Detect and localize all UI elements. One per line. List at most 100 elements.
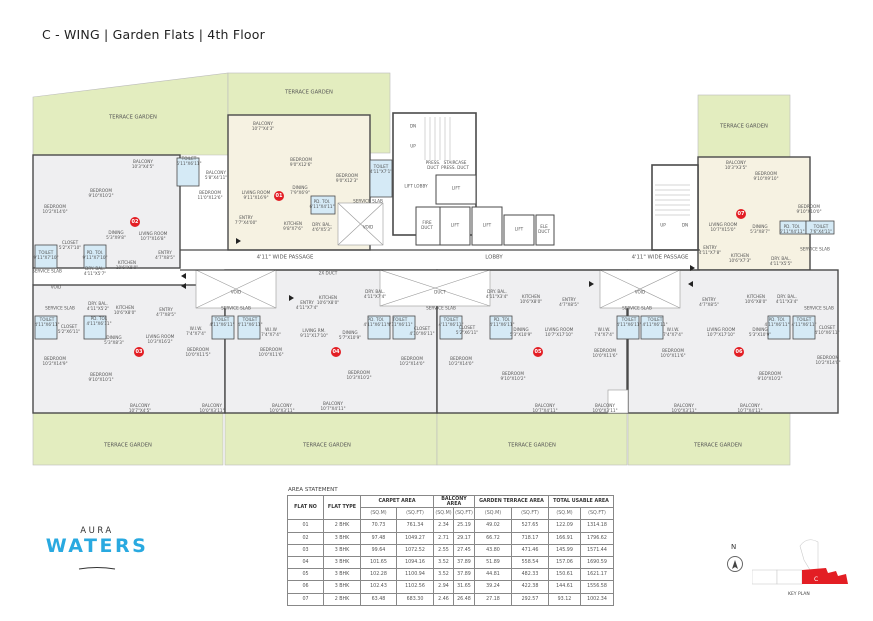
unit: (SQ.M): [548, 507, 581, 521]
room-name: BEDROOM: [401, 356, 423, 362]
room-dimensions: 4'11"X6'11": [616, 322, 642, 327]
room-name: BEDROOM: [336, 173, 358, 179]
room-dimensions: 10'6"X7'3": [728, 258, 752, 263]
room-dimensions: 10'7"X4'3": [251, 126, 275, 131]
room-name: TOILET: [443, 317, 459, 323]
room-name: BALCONY: [740, 403, 760, 409]
terrace-garden-03: [32, 412, 224, 466]
room-name: DINING: [292, 185, 308, 191]
room-dimensions: 10'0"X3'11": [199, 408, 225, 413]
table-cell: 3 BHK: [323, 555, 361, 570]
room-name: BEDROOM: [594, 348, 616, 354]
room-name: W.I.W.: [189, 326, 203, 332]
room-dimensions: 10'7"X15'0": [710, 227, 736, 232]
room-name: CLOSET: [818, 325, 836, 331]
room-name: BEDROOM: [187, 347, 209, 353]
table-cell: 44.81: [474, 568, 512, 582]
room-label: DRY. BAL.4'11"X5'5": [770, 256, 792, 267]
room-dimensions: 9'10"X10'1": [88, 377, 114, 382]
room-label: TERRACE GARDEN: [285, 90, 333, 96]
room-label: SERVICE SLAB: [622, 306, 652, 312]
room-dimensions: 10'7"X17'10": [707, 332, 735, 337]
table-cell: 31.65: [453, 580, 475, 594]
room-name: TERRACE GARDEN: [694, 442, 742, 449]
room-name: LIVING ROOM: [544, 327, 574, 333]
room-dimensions: 10'7"X4'11": [532, 408, 558, 413]
room-name: KITCHEN: [115, 305, 135, 311]
room-dimensions: 4'11"X7'4": [295, 305, 319, 310]
room-name: PD. TOI.: [768, 317, 786, 323]
key-plan-wing-label: C: [814, 576, 818, 583]
room-name: VOID: [634, 289, 646, 295]
room-label: UP: [410, 144, 416, 150]
room-name: BEDROOM: [662, 348, 684, 354]
room-dimensions: 10'0"X11'6": [258, 352, 284, 357]
table-cell: 02: [287, 531, 324, 545]
room-name: PRESS.: [425, 160, 441, 166]
table-cell: 1314.18: [580, 519, 614, 533]
room-name: TOILET: [647, 317, 663, 323]
room-dimensions: 10'0"X3'11": [671, 408, 697, 413]
room-name: PD. TOI.: [313, 199, 331, 205]
room-dimensions: 7'4"X7'4": [186, 331, 206, 336]
room-name: SERVICE SLAB: [804, 305, 834, 311]
room-name: BEDROOM: [44, 356, 66, 362]
room-name: BEDROOM: [502, 371, 524, 377]
room-dimensions: 11'0"X12'6": [197, 195, 223, 200]
room-name: TERRACE GARDEN: [508, 442, 556, 449]
room-dimensions: 9'11"X7'10": [33, 255, 59, 260]
room-label: 2X DUCT: [319, 271, 338, 277]
room-name: TOILET: [39, 317, 55, 323]
room-name: DINING: [752, 327, 768, 333]
table-cell: 422.38: [511, 580, 549, 594]
room-dimensions: 9'11"X17'10": [300, 333, 328, 338]
terrace-garden-07: [697, 94, 791, 161]
room-dimensions: 4'7"X8'5": [156, 312, 176, 317]
room-name: PD. TOI.: [783, 224, 801, 230]
room-dimensions: 4'11"X5'7": [83, 271, 107, 276]
header-flat-no: FLAT NO: [287, 494, 324, 521]
room-dimensions: 5'2"X6'11": [455, 330, 479, 335]
table-cell: 63.48: [360, 592, 397, 606]
room-dimensions: 4'7"X8'5": [559, 302, 579, 307]
room-dimensions: 10'0"X11'5": [185, 352, 211, 357]
table-cell: 2 BHK: [323, 592, 361, 606]
room-name: BALCONY: [323, 401, 343, 407]
table-cell: 39.24: [474, 580, 512, 594]
table-cell: 03: [287, 543, 324, 557]
room-dimensions: 10'2"X14'0": [42, 209, 68, 214]
key-plan-label: KEY PLAN: [788, 592, 810, 597]
entry-arrows: [181, 238, 695, 301]
room-dimensions: 4'10"X6'11": [814, 330, 840, 335]
table-cell: 51.89: [474, 555, 512, 570]
page-title: C - WING | Garden Flats | 4th Floor: [42, 27, 265, 42]
room-name: VOID: [230, 289, 242, 295]
room-name: KITCHEN: [746, 294, 766, 300]
room-name: CLOSET: [60, 324, 78, 330]
flat-number-badge: 03: [134, 347, 144, 357]
flat-number-badge: 05: [533, 347, 543, 357]
room-name: BEDROOM: [290, 157, 312, 163]
table-cell: 99.64: [360, 543, 397, 557]
